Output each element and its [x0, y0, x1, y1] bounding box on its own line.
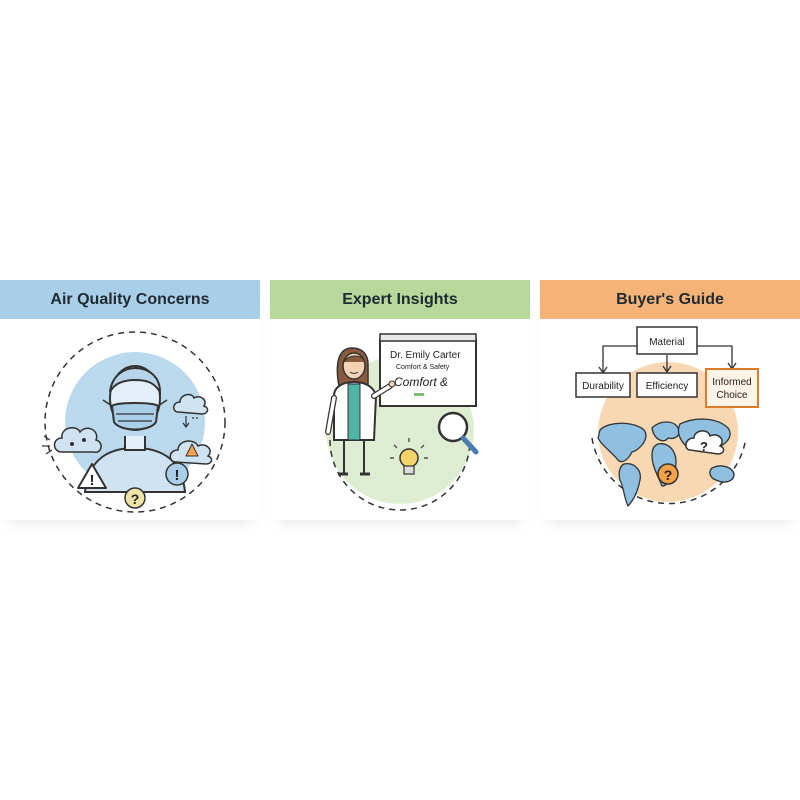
alert-circle-glyph: !	[175, 467, 180, 484]
informed-choice-line2: Choice	[716, 390, 748, 401]
question-icon: ?	[124, 487, 146, 509]
air-quality-illustration: ! ! ?	[42, 331, 226, 513]
alert-circle-icon: !	[165, 462, 189, 486]
efficiency-label: Efficiency	[646, 381, 689, 392]
warning-triangle-icon: !	[77, 463, 107, 489]
buyers-guide-title: Buyer's Guide	[540, 280, 800, 319]
material-box: Material	[636, 326, 698, 355]
board-name: Dr. Emily Carter	[390, 350, 461, 361]
expert-insights-illustration: Dr. Emily Carter Comfort & Safety Comfor…	[316, 333, 484, 514]
lightbulb-icon	[390, 438, 428, 475]
informed-choice-line1: Informed	[712, 377, 751, 388]
alert-cloud-icon	[169, 440, 213, 465]
informed-choice-box: Informed Choice	[705, 368, 759, 408]
polluted-cloud-icon	[42, 427, 102, 455]
dashed-ring	[44, 331, 226, 513]
question-cloud-glyph: ?	[700, 439, 708, 454]
person-with-mask-icon	[83, 365, 187, 493]
question-circle-glyph: ?	[664, 467, 673, 483]
question-glyph: ?	[131, 491, 140, 507]
smog-cloud-icon	[173, 393, 209, 428]
board-subtitle: Comfort & Safety	[396, 364, 450, 371]
dashed-ring	[329, 439, 471, 511]
marker-icon	[414, 393, 424, 396]
material-label: Material	[649, 337, 685, 348]
presentation-board: Dr. Emily Carter Comfort & Safety Comfor…	[379, 333, 477, 407]
board-top-bar	[379, 333, 477, 342]
question-cloud-icon: ?	[685, 430, 725, 455]
expert-insights-panel: Expert Insights Dr. Emily Carter Comfort…	[270, 280, 530, 520]
air-quality-panel: Air Quality Concerns	[0, 280, 260, 520]
expert-insights-title: Expert Insights	[270, 280, 530, 319]
air-quality-title: Air Quality Concerns	[0, 280, 260, 319]
efficiency-box: Efficiency	[636, 372, 698, 398]
buyers-guide-illustration: Material Durability Efficiency Informed …	[575, 326, 759, 507]
magnifying-glass-icon	[437, 411, 479, 455]
dashed-ring	[591, 437, 747, 505]
buyers-guide-panel: Buyer's Guide Material Durability Effici…	[540, 280, 800, 520]
warning-triangle-glyph: !	[90, 472, 95, 489]
question-circle-icon: ?	[657, 463, 679, 485]
durability-label: Durability	[582, 381, 624, 392]
board-handwriting: Comfort &	[394, 375, 448, 389]
doctor-figure-icon	[325, 347, 396, 476]
durability-box: Durability	[575, 372, 631, 398]
